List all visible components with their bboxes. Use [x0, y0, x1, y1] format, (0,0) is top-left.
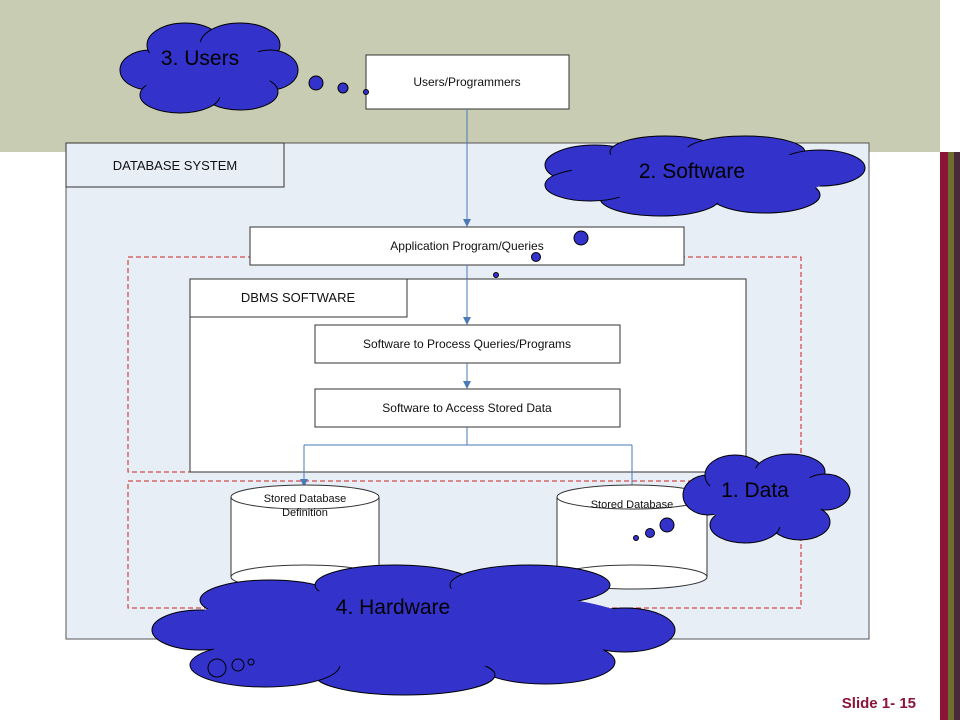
data-callout-label: 1. Data — [721, 479, 789, 502]
software-callout-label: 2. Software — [639, 160, 745, 183]
process-queries-box — [314, 324, 621, 364]
database-system-label: DATABASE SYSTEM — [113, 158, 238, 173]
process-queries-label: Software to Process Queries/Programs — [363, 337, 571, 351]
software-callout-cloud — [493, 135, 866, 278]
users-callout-cloud — [119, 22, 369, 114]
stored-db-definition-label-line2: Definition — [282, 507, 328, 519]
hardware-callout-label: 4. Hardware — [336, 596, 450, 619]
stored-database-label: Stored Database — [591, 499, 674, 511]
database-system-label-box — [65, 142, 285, 188]
right-stripe-olive — [948, 152, 954, 720]
application-program-box — [249, 226, 685, 266]
users-programmers-label: Users/Programmers — [413, 75, 520, 89]
access-stored-data-box — [314, 388, 621, 428]
application-program-label: Application Program/Queries — [390, 239, 543, 253]
dbms-software-label-box — [189, 278, 408, 318]
users-callout-label: 3. Users — [161, 47, 239, 70]
data-callout-cloud — [633, 453, 851, 544]
stored-database-definition-cylinder — [230, 484, 380, 590]
access-stored-data-label: Software to Access Stored Data — [382, 401, 552, 415]
right-stripe-maroon — [940, 152, 948, 720]
hardware-callout-cloud — [151, 564, 676, 696]
dbms-software-label: DBMS SOFTWARE — [241, 290, 356, 305]
right-stripe-dark — [954, 152, 960, 720]
stored-db-definition-label-line1: Stored Database — [264, 493, 347, 505]
connector-arrows — [300, 109, 633, 487]
slide-number: Slide 1- 15 — [841, 695, 916, 712]
users-programmers-box — [365, 54, 570, 110]
